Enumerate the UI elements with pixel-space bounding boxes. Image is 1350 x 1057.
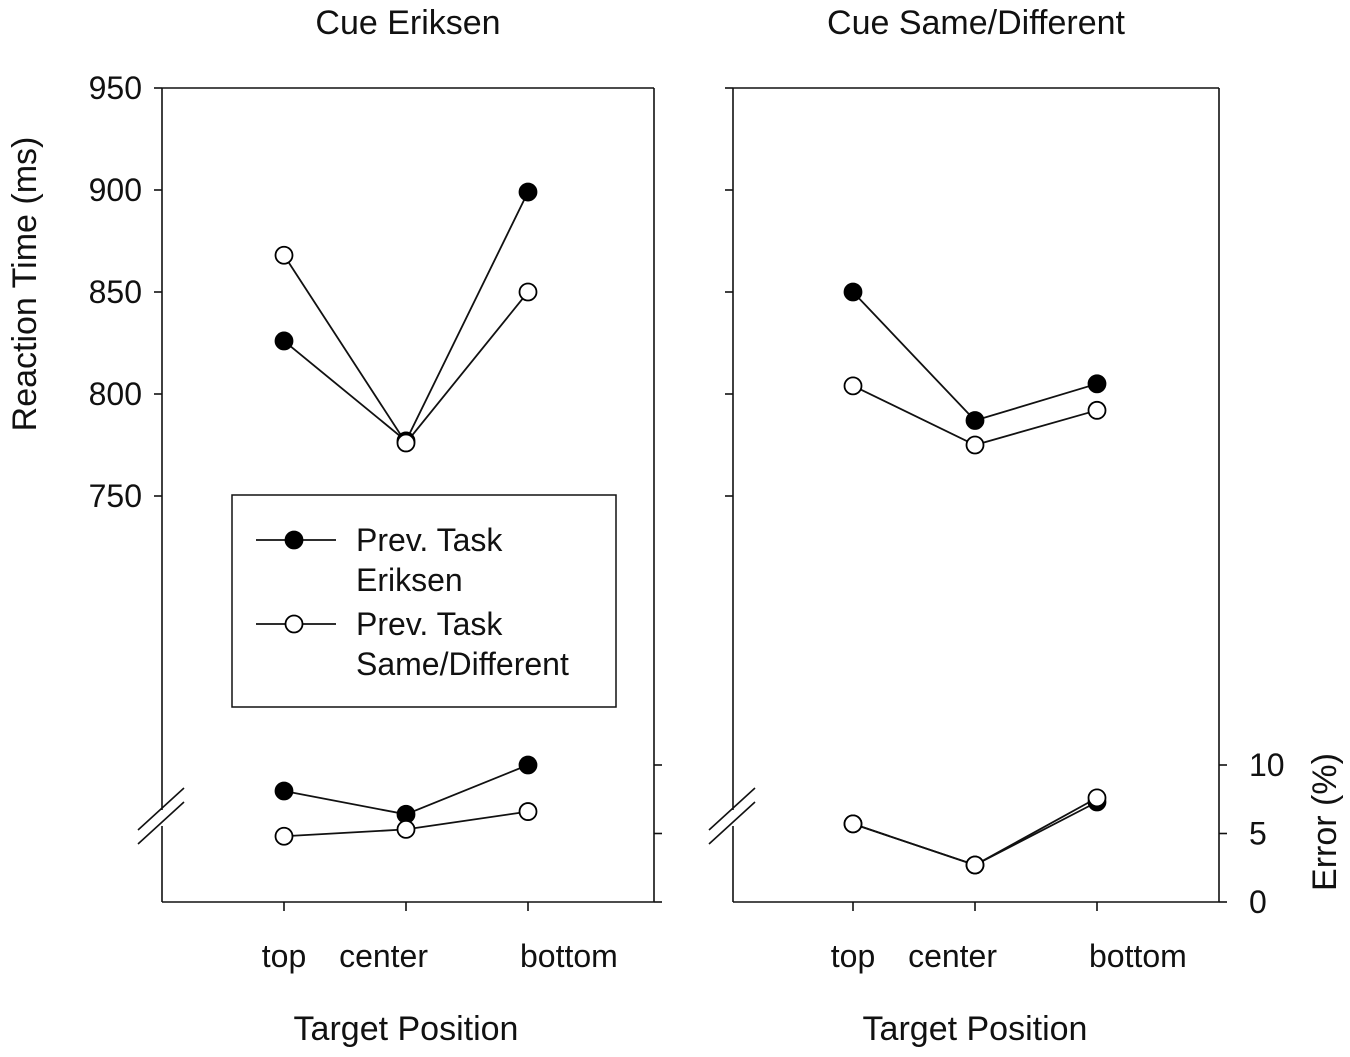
rt-tick-label: 950 [89, 70, 142, 106]
x-tick-label: bottom [520, 938, 618, 974]
error-point [1087, 788, 1107, 808]
error-tick-label: 0 [1249, 884, 1267, 920]
panel-cue-same-different: Cue Same/Different 0 5 10 top center bottomTar… [708, 4, 1344, 1048]
rt-point [1087, 374, 1107, 394]
axis-break-mark [137, 801, 185, 845]
error-series-line [852, 797, 1098, 866]
y-axis-label-error: Error (%) [1306, 753, 1344, 891]
error-tick-label: 5 [1249, 816, 1267, 852]
error-point [843, 814, 863, 834]
axis-break-gap [158, 810, 166, 826]
chart-title: Cue Same/Different [827, 4, 1126, 42]
axis-break-gap [729, 810, 737, 826]
error-point [274, 826, 294, 846]
rt-point [518, 182, 538, 202]
x-tick-label: bottom [1089, 938, 1187, 974]
x-tick-label: center [908, 938, 997, 974]
panel-cue-eriksen: Cue Eriksen 950 900 850 800 750 top center botto… [6, 4, 662, 1048]
axis-break-mark [708, 787, 756, 831]
axis-break-mark [137, 787, 185, 831]
rt-point [843, 376, 863, 396]
rt-tick-label: 850 [89, 274, 142, 310]
legend-marker [284, 530, 304, 550]
chart-title: Cue Eriksen [315, 4, 500, 42]
legend-label-line2: Eriksen [356, 562, 463, 598]
error-point [965, 855, 985, 875]
error-series-line [852, 801, 1098, 866]
x-axis-label: Target Position [294, 1010, 519, 1048]
x-tick-label: center [339, 938, 428, 974]
rt-point [274, 331, 294, 351]
rt-point [965, 435, 985, 455]
axis-break-mark [708, 801, 756, 845]
legend-box [231, 494, 617, 708]
rt-point [1087, 400, 1107, 420]
legend-label-line1: Prev. Task [356, 606, 503, 642]
error-tick-label: 10 [1249, 747, 1285, 783]
legend-label-line1: Prev. Task [356, 522, 503, 558]
rt-point [965, 411, 985, 430]
y-axis-label-rt: Reaction Time (ms) [6, 137, 44, 432]
error-point [396, 819, 416, 839]
rt-tick-label: 800 [89, 376, 142, 412]
rt-point [396, 433, 416, 453]
x-tick-label: top [262, 938, 306, 974]
rt-tick-label: 900 [89, 172, 142, 208]
rt-point [843, 282, 863, 302]
rt-series-line [283, 191, 529, 443]
rt-tick-label: 750 [89, 478, 142, 514]
error-point [274, 781, 294, 801]
rt-point [518, 282, 538, 302]
x-tick-label: top [831, 938, 875, 974]
legend-label-line2: Same/Different [356, 646, 569, 682]
rt-point [274, 245, 294, 265]
error-point [518, 802, 538, 821]
x-axis-label: Target Position [863, 1010, 1088, 1048]
rt-series-line [283, 254, 529, 445]
error-point [518, 755, 538, 775]
rt-series-line [852, 291, 1098, 422]
legend-marker [284, 614, 304, 634]
